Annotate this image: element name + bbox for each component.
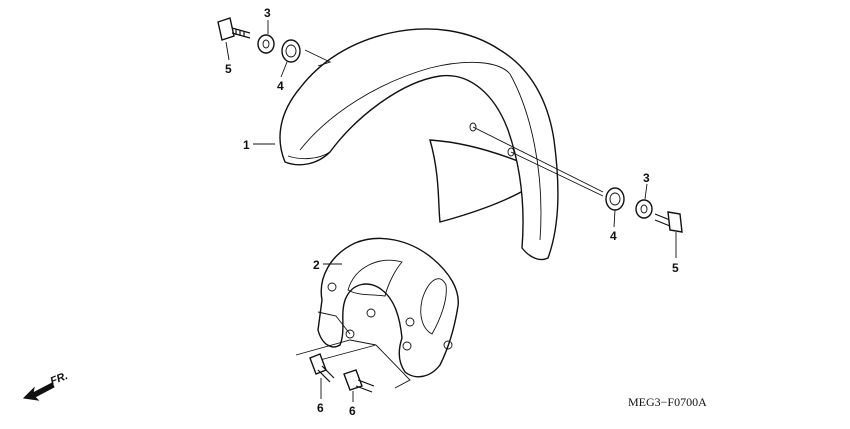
callout-4-top: 4 xyxy=(277,79,284,93)
callout-6-right: 6 xyxy=(349,404,356,418)
bolt-6-left xyxy=(309,353,335,383)
callout-3-right: 3 xyxy=(643,171,650,185)
bolt-right xyxy=(654,211,683,233)
callout-5-right: 5 xyxy=(672,261,679,275)
bracket-leader-lines xyxy=(295,311,411,389)
grommet-right xyxy=(605,187,625,211)
diagram-code: MEG3−F0700A xyxy=(628,395,707,409)
callout-4-right: 4 xyxy=(610,229,617,243)
front-direction-arrow: FR. xyxy=(22,370,70,401)
callout-3-top: 3 xyxy=(264,6,271,20)
leader-lines xyxy=(225,20,677,402)
bolt-top xyxy=(217,17,251,41)
collar-top xyxy=(257,34,275,54)
callout-6-left: 6 xyxy=(317,401,324,415)
front-fender xyxy=(279,28,604,261)
callout-5-top: 5 xyxy=(225,62,232,76)
bolt-6-right xyxy=(343,369,375,393)
fr-label: FR. xyxy=(49,370,70,388)
callout-2: 2 xyxy=(313,258,320,272)
callout-1: 1 xyxy=(243,138,250,152)
collar-right xyxy=(635,199,653,219)
fender-bracket xyxy=(317,237,459,378)
grommet-top xyxy=(281,39,301,63)
